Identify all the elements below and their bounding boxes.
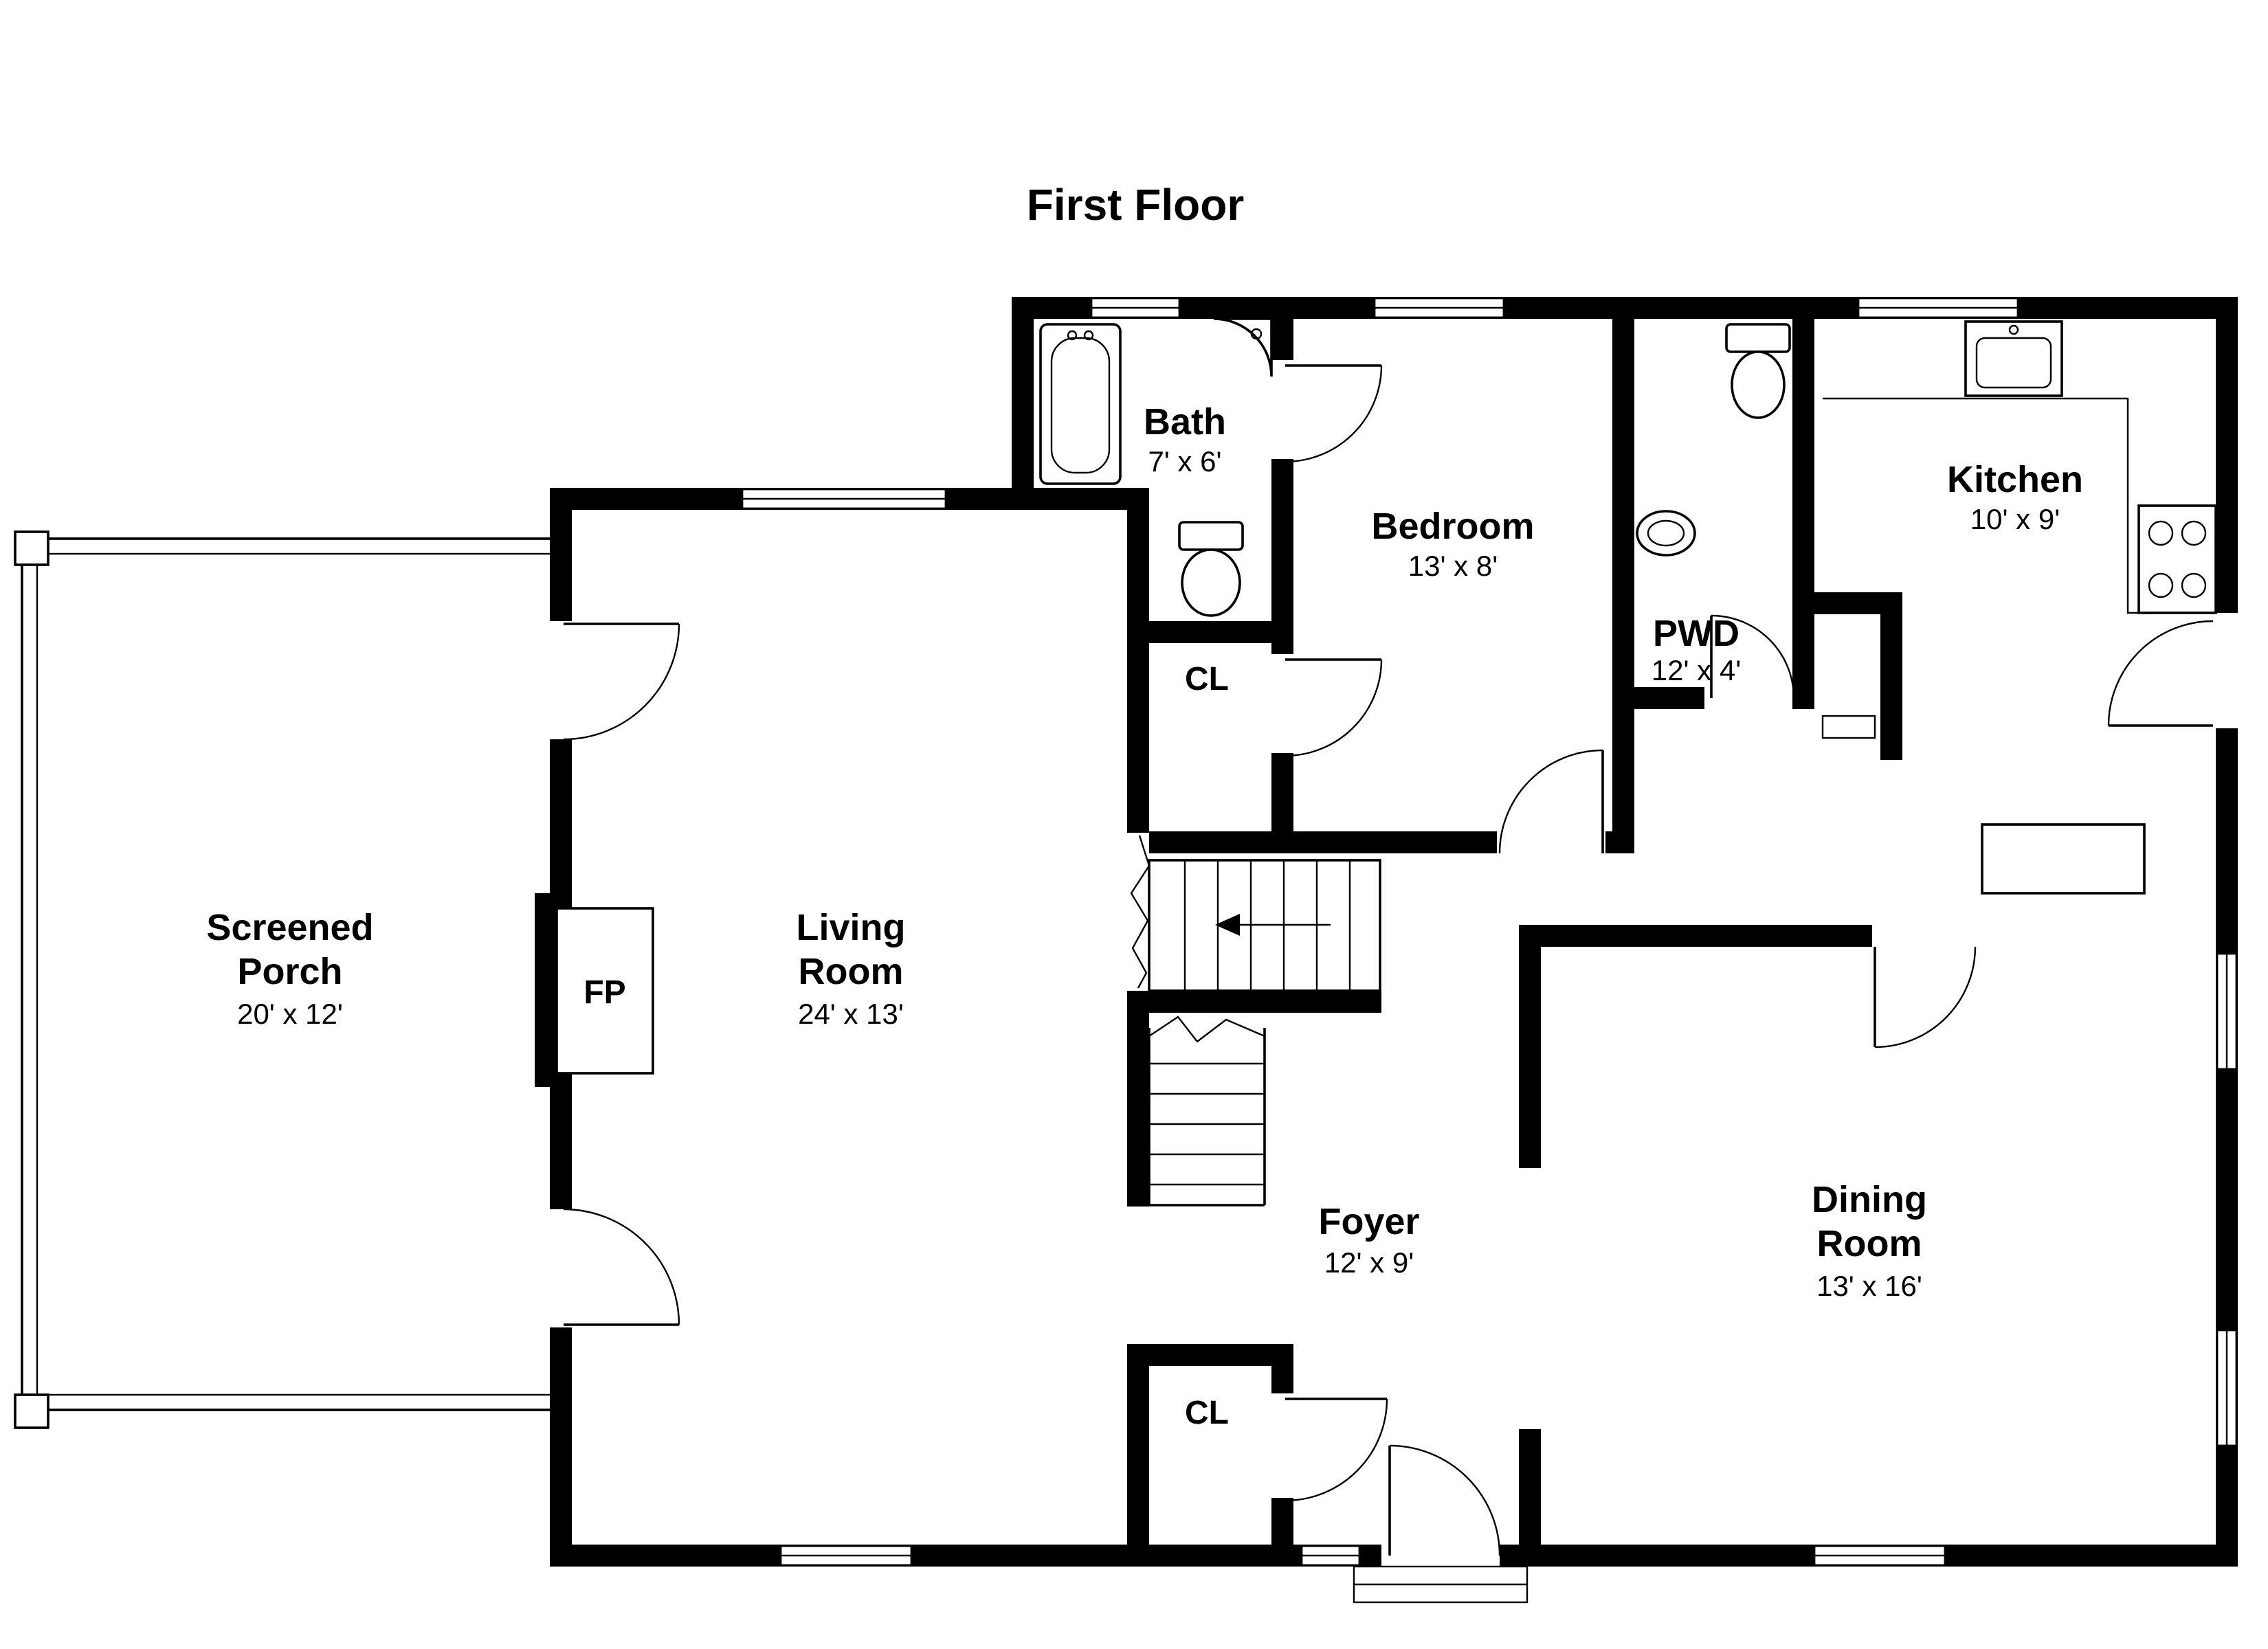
kitchen-peninsula-counter — [1981, 823, 2146, 895]
room-label-bedroom: Bedroom — [1371, 506, 1534, 547]
fireplace-box — [555, 907, 654, 1075]
room-label-closet-lower: CL — [1185, 1395, 1229, 1431]
window — [1813, 1545, 1946, 1567]
window — [1857, 297, 2019, 319]
wall-opening — [1381, 1545, 1500, 1567]
wall-opening — [1271, 1393, 1293, 1498]
window — [1090, 297, 1181, 319]
wall-segment — [1012, 297, 1034, 510]
wall-opening — [550, 1209, 572, 1327]
doors-layer — [563, 364, 2214, 1556]
toilet-pwd-icon — [1725, 323, 1791, 419]
wall-openings — [550, 360, 2238, 1567]
wall-segment — [1127, 510, 1149, 1567]
door-pwd — [1710, 614, 1795, 699]
wall-segment — [1127, 1344, 1293, 1366]
porch-corner-post — [14, 1393, 49, 1429]
room-label-screened-porch-line2: Porch — [237, 951, 342, 992]
wall-opening — [2216, 613, 2238, 728]
wall-segment — [1519, 925, 1872, 947]
stairs-lower-flight — [1148, 1016, 1266, 1207]
door-porch-upper — [563, 622, 680, 741]
wall-segment — [1127, 621, 1293, 643]
kitchen-counter-edge — [1823, 397, 2216, 614]
room-label-bath: Bath — [1144, 401, 1226, 442]
wall-opening — [1519, 1168, 1541, 1429]
wall-segment — [1814, 592, 1902, 614]
wall-opening — [1704, 687, 1792, 709]
wall-segment — [1612, 319, 1634, 853]
room-dims-screened-porch: 20' x 12' — [237, 998, 343, 1030]
wall-opening — [1127, 833, 1149, 991]
fixtures-layer — [555, 317, 2217, 1604]
front-steps — [1353, 1565, 1528, 1604]
wall-opening — [1127, 1207, 1149, 1344]
room-label-dining-room: Dining — [1812, 1179, 1927, 1220]
window — [2216, 952, 2238, 1070]
window — [1373, 297, 1505, 319]
room-label-foyer: Foyer — [1318, 1201, 1419, 1242]
stairs-arrow-head — [1215, 914, 1240, 936]
room-label-fireplace: FP — [583, 974, 625, 1011]
wall-segment — [1127, 991, 1381, 1013]
room-dims-pwd: 12' x 4' — [1652, 654, 1741, 686]
door-front — [1388, 1444, 1501, 1556]
room-label-pwd: PWD — [1653, 613, 1739, 654]
wall-opening — [1271, 654, 1293, 753]
corner-sink-icon — [1213, 317, 1273, 377]
page-title: First Floor — [1027, 180, 1244, 229]
door-bath — [1285, 364, 1383, 463]
door-back-kitchen — [2107, 620, 2214, 727]
stairs-break-line — [1148, 1016, 1265, 1043]
window — [2216, 1329, 2238, 1447]
windows-layer — [741, 297, 2238, 1567]
window — [779, 1545, 913, 1567]
window-sidelight — [1300, 1545, 1361, 1567]
room-label-dining-room-line2: Room — [1817, 1223, 1922, 1264]
porch-corner-post — [14, 530, 49, 566]
wall-opening — [1497, 831, 1605, 853]
room-label-living-room-line2: Room — [799, 951, 904, 992]
window — [741, 488, 947, 510]
door-bedroom — [1498, 749, 1604, 854]
stairs — [1130, 835, 1381, 1207]
door-closet-lower — [1285, 1398, 1388, 1502]
kitchen-sink-icon — [1964, 320, 2063, 397]
room-label-living-room: Living — [797, 907, 906, 948]
pass-through-shelf — [1821, 715, 1876, 739]
room-dims-kitchen: 10' x 9' — [1970, 503, 2060, 535]
room-dims-bath: 7' x 6' — [1148, 445, 1221, 478]
toilet-bath-icon — [1178, 521, 1244, 617]
room-dims-foyer: 12' x 9' — [1324, 1246, 1414, 1279]
stairs-upper-flight — [1130, 835, 1381, 992]
door-closet-upper — [1285, 658, 1383, 757]
room-label-screened-porch: Screened — [206, 907, 373, 948]
room-dims-dining-room: 13' x 16' — [1816, 1270, 1922, 1302]
sink-pwd-icon — [1636, 510, 1696, 557]
room-dims-bedroom: 13' x 8' — [1408, 550, 1498, 582]
door-porch-lower — [563, 1208, 680, 1326]
room-label-closet-upper: CL — [1185, 661, 1229, 697]
wall-segment — [1792, 319, 1814, 709]
wall-segment — [1012, 297, 2238, 319]
room-label-kitchen: Kitchen — [1947, 459, 2083, 500]
bathtub-icon — [1039, 323, 1122, 485]
wall-opening — [550, 621, 572, 739]
stairs-break-line — [1130, 835, 1150, 989]
stove-icon — [2137, 504, 2217, 614]
room-dims-living-room: 24' x 13' — [798, 998, 904, 1030]
room-labels: First Floor Screened Porch 20' x 12' Liv… — [206, 180, 2083, 1431]
wall-segment — [1880, 614, 1902, 760]
wall-opening — [1271, 360, 1293, 459]
door-dining — [1874, 946, 1977, 1048]
